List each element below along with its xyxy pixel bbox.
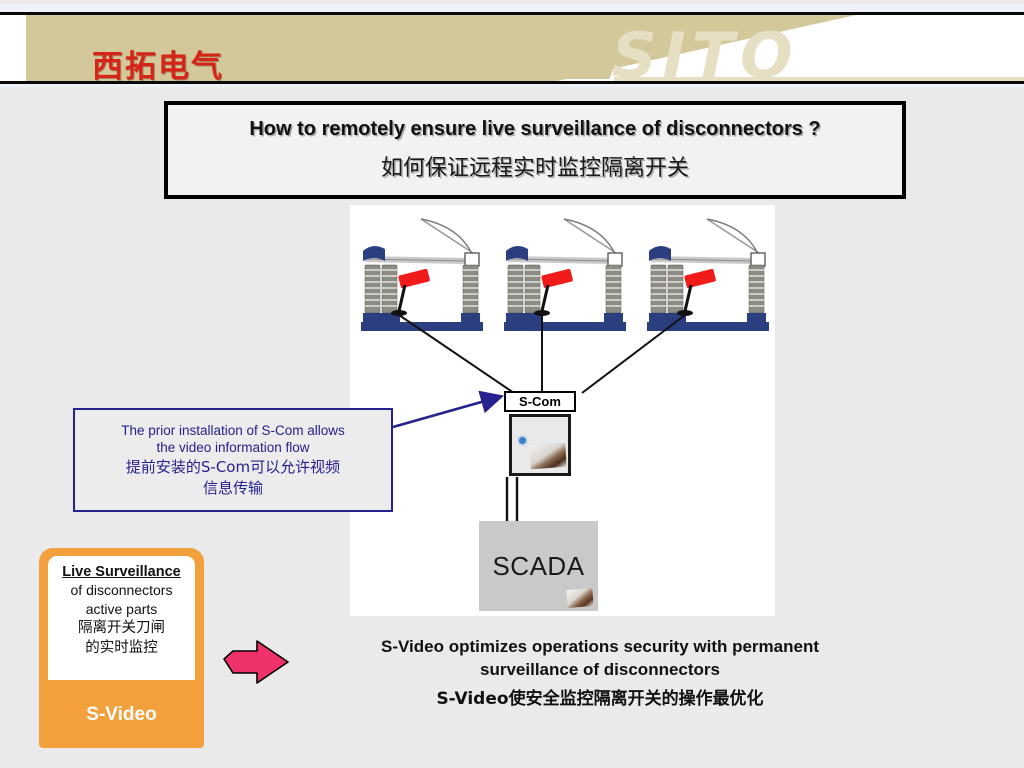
- live-surveillance-sub2: active parts: [85, 601, 158, 618]
- scom-label-box[interactable]: S-Com: [504, 391, 576, 412]
- disconnector-unit-3: [641, 215, 781, 340]
- callout-line1-en: The prior installation of S-Com allows: [121, 422, 345, 438]
- callout-line1-cn: 提前安装的S-Com可以允许视频: [125, 458, 341, 477]
- scada-label: SCADA: [492, 550, 585, 581]
- live-surveillance-title: Live Surveillance: [62, 564, 181, 580]
- live-surveillance-inner: Live Surveillance of disconnectors activ…: [48, 556, 195, 680]
- live-surveillance-card: Live Surveillance of disconnectors activ…: [39, 548, 204, 748]
- scada-box: SCADA: [479, 521, 598, 611]
- disconnector-unit-1: [355, 215, 495, 340]
- scom-label-text: S-Com: [519, 394, 561, 409]
- callout-line2-cn: 信息传输: [202, 479, 263, 498]
- scom-led-indicator: [519, 437, 526, 444]
- title-chinese: 如何保证远程实时监控隔离开关: [380, 156, 689, 181]
- pink-arrow-icon: [223, 640, 289, 684]
- live-surveillance-cn2: 的实时监控: [85, 639, 158, 656]
- caption-line2-en: surveillance of disconnectors: [480, 659, 720, 679]
- camera-to-scom-lines: [398, 314, 686, 525]
- header-band: SITO 西拓电气: [0, 12, 1024, 84]
- logo-underline: [614, 77, 1024, 81]
- header-bar: SITO 西拓电气: [0, 4, 1024, 87]
- logo-sito-text: SITO: [612, 19, 799, 84]
- disconnector-unit-2: [498, 215, 638, 340]
- caption-line-cn: S-Video使安全监控隔离开关的操作最优化: [436, 689, 764, 710]
- caption-line1-en: S-Video optimizes operations security wi…: [381, 637, 819, 656]
- scom-device-photo: [529, 442, 567, 470]
- live-surveillance-cn1: 隔离开关刀闸: [78, 620, 165, 637]
- scada-device-icon: [566, 587, 594, 609]
- title-english: How to remotely ensure live surveillance…: [249, 118, 821, 140]
- scom-callout-box: The prior installation of S-Com allows t…: [73, 408, 393, 512]
- scom-device-box: [509, 414, 571, 476]
- title-box: How to remotely ensure live surveillance…: [164, 101, 906, 199]
- svideo-footer-label: S-Video: [86, 704, 157, 725]
- logo-chinese-text: 西拓电气: [92, 49, 224, 84]
- live-surveillance-sub1: of disconnectors: [70, 582, 173, 598]
- bottom-caption: S-Video optimizes operations security wi…: [300, 636, 900, 709]
- callout-line2-en: the video information flow: [156, 439, 310, 455]
